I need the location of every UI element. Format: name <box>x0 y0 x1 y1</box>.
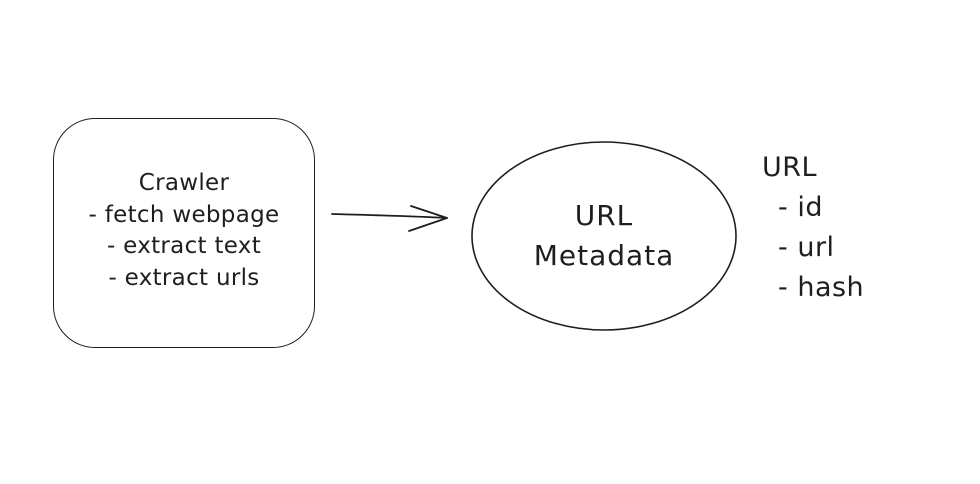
url-metadata-ellipse <box>471 141 737 331</box>
url-schema-title: URL <box>762 152 818 183</box>
crawler-label: Crawler - fetch webpage - extract text -… <box>53 168 315 294</box>
url-metadata-label: URL Metadata <box>472 196 736 276</box>
url-field-id: - id <box>778 192 823 223</box>
crawler-item-urls: - extract urls <box>108 264 260 291</box>
url-field-hash: - hash <box>778 272 865 303</box>
crawler-item-fetch: - fetch webpage <box>88 201 280 228</box>
crawler-item-text: - extract text <box>106 233 262 259</box>
crawler-box <box>53 118 315 348</box>
ellipse-line-metadata: Metadata <box>533 239 675 272</box>
crawler-title: Crawler <box>138 170 230 196</box>
url-schema: URL - id - url - hash <box>762 148 864 308</box>
arrow-head <box>408 205 448 232</box>
url-field-url: - url <box>778 232 835 263</box>
flow-arrow <box>331 205 448 232</box>
ellipse-line-url: URL <box>574 199 634 232</box>
arrow-shaft <box>331 213 448 219</box>
